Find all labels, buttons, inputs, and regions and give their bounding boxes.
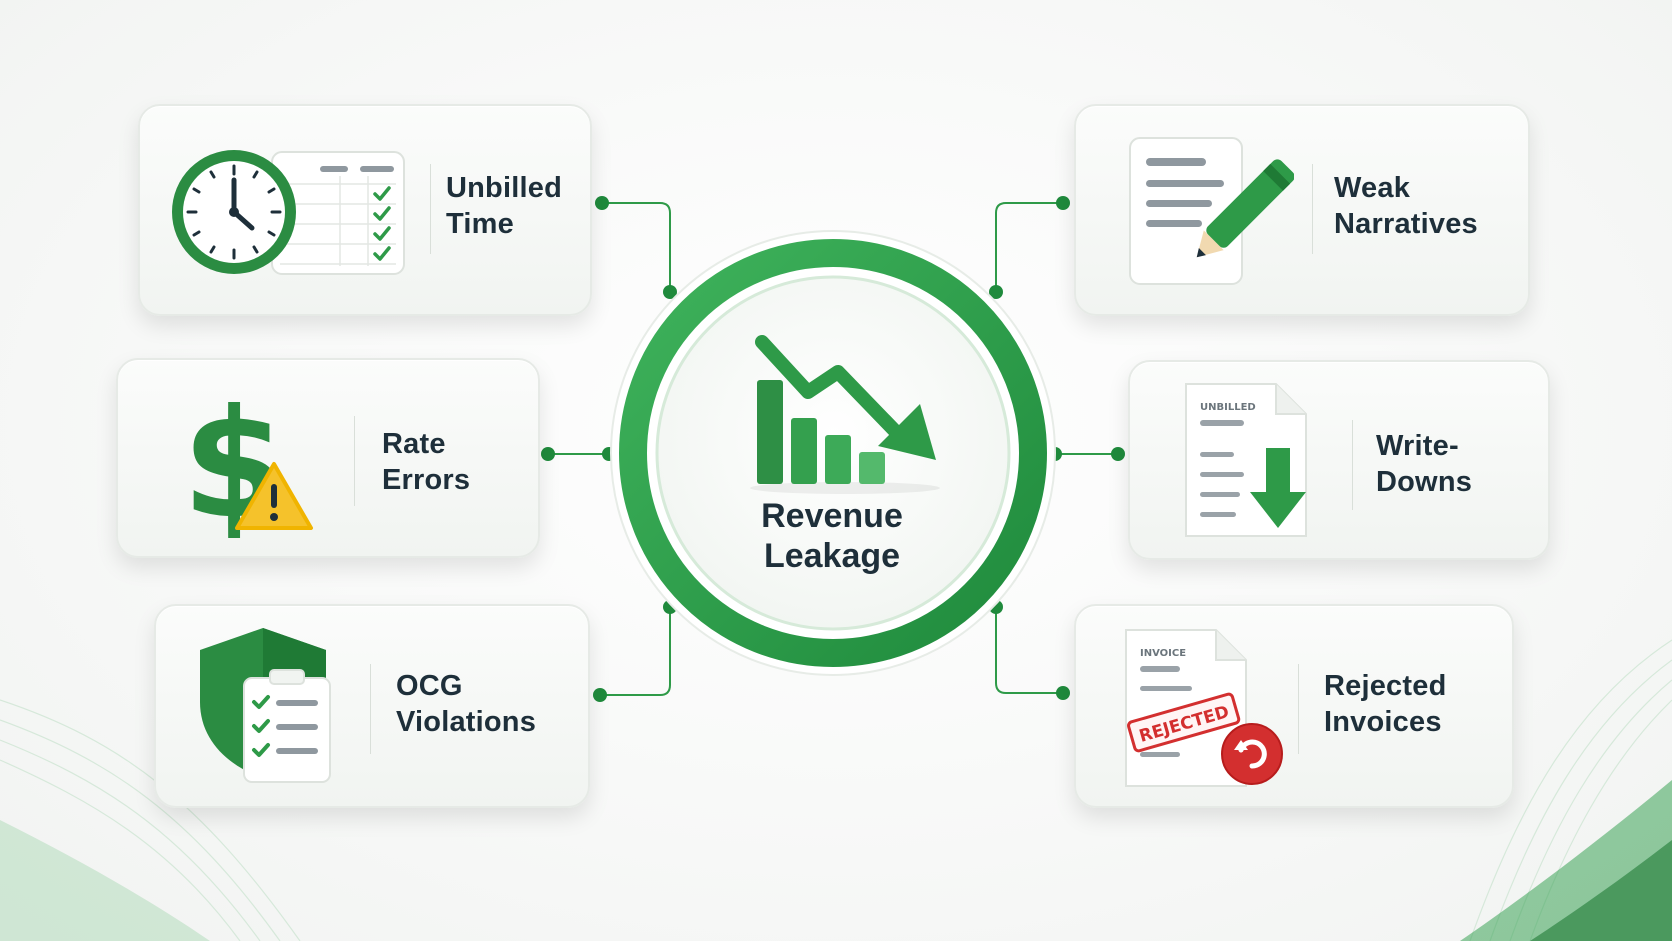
card-rejected-invoices[interactable]: INVOICE REJECTED Rejected Invoices: [1074, 604, 1514, 808]
card-rate-errors[interactable]: $ Rate Errors: [116, 358, 540, 558]
revenue-leakage-title: Revenue Leakage: [706, 496, 958, 576]
card-divider: [1352, 420, 1353, 510]
node-label-line1: Weak: [1334, 172, 1411, 204]
node-label-line2: Violations: [396, 706, 537, 738]
card-write-downs[interactable]: UNBILLED Write- Downs: [1128, 360, 1550, 560]
node-label: Unbilled Time: [446, 170, 562, 242]
card-unbilled-time[interactable]: Unbilled Time: [138, 104, 592, 316]
card-weak-narratives[interactable]: Weak Narratives: [1074, 104, 1530, 316]
node-label: Rejected Invoices: [1324, 668, 1447, 740]
shield-checklist-icon: [200, 628, 331, 783]
connector-rejected-invoices: [995, 607, 1063, 694]
connector-unbilled-time: [602, 202, 671, 292]
node-label-line1: Rejected: [1324, 670, 1447, 702]
card-divider: [430, 164, 431, 254]
card-divider: [354, 416, 355, 506]
node-label-line1: OCG: [396, 670, 463, 702]
declining-chart-icon: [750, 335, 940, 494]
card-divider: [370, 664, 371, 754]
connector-ocg-violations: [600, 607, 671, 696]
node-label: Write- Downs: [1376, 428, 1472, 500]
rejected-invoice-icon: INVOICE REJECTED: [1125, 629, 1283, 787]
node-label-line2: Errors: [382, 464, 471, 496]
document-down-arrow-icon: UNBILLED: [1185, 383, 1307, 537]
dollar-warning-icon: $: [184, 378, 313, 546]
document-pen-icon: [1129, 137, 1294, 285]
connector-weak-narratives: [995, 202, 1063, 292]
card-ocg-violations[interactable]: OCG Violations: [154, 604, 590, 808]
node-label-line1: Rate: [382, 428, 446, 460]
node-label-line1: Write-: [1376, 430, 1459, 462]
node-label: OCG Violations: [396, 668, 536, 740]
node-label-line2: Narratives: [1334, 208, 1478, 240]
node-label-line2: Time: [446, 208, 514, 240]
hub-title-line1: Revenue: [761, 497, 903, 535]
node-label: Rate Errors: [382, 426, 470, 498]
node-label-line2: Invoices: [1324, 706, 1442, 738]
card-divider: [1298, 664, 1299, 754]
hub-title-line2: Leakage: [763, 537, 901, 575]
clock-timesheet-icon: [172, 150, 405, 275]
node-label: Weak Narratives: [1334, 170, 1478, 242]
card-divider: [1312, 164, 1313, 254]
node-label-line1: Unbilled: [446, 172, 562, 204]
unbilled-stamp-text: UNBILLED: [1200, 402, 1256, 413]
node-label-line2: Downs: [1376, 466, 1473, 498]
invoice-stamp-text: INVOICE: [1140, 648, 1186, 659]
